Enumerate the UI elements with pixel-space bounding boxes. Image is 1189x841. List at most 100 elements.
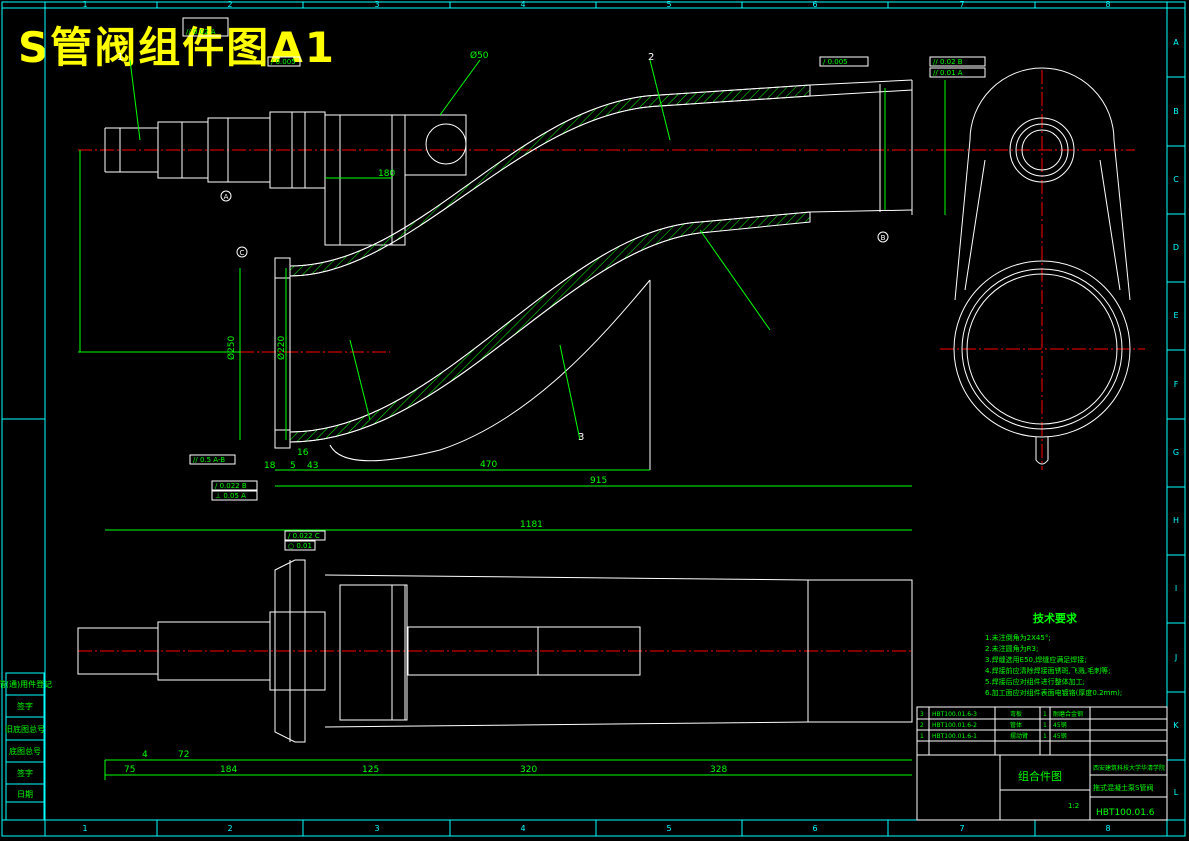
tech-line: 5.焊接后应对组件进行整体加工; [985, 677, 1085, 686]
bottom-view [77, 559, 913, 743]
section-view [78, 79, 960, 470]
stamp-label: 旧底图总号 [5, 724, 45, 734]
row-label: A [1173, 38, 1179, 47]
tech-line: 6.加工面应对组件表面电镀铬(厚度0.2mm); [985, 688, 1122, 697]
school-name: 西安建筑科技大学华清学院 [1093, 764, 1165, 772]
bom-code: HBT100.01.6-1 [932, 733, 977, 740]
bom-mat: 45钢 [1053, 721, 1067, 729]
datum-c: C [240, 249, 245, 257]
dim-label: 125 [362, 765, 379, 775]
bom-name: 管体 [1010, 721, 1022, 729]
dim-label: 915 [590, 476, 607, 486]
tolerance-frame: / 0.005 [823, 58, 848, 66]
tolerance-frame: // 0.5 A-B [193, 456, 225, 464]
datum-b: B [881, 234, 886, 242]
tech-requirements: 技术要求 1.未注倒角为2X45°; 2.未注圆角为R3; 3.焊缝选用E50,… [985, 611, 1122, 697]
callout-3: 3 [578, 432, 584, 443]
dim-label: 16 [297, 448, 309, 458]
col-label: 4 [520, 0, 525, 9]
title-block-frame [916, 706, 1168, 821]
col-label: 8 [1105, 824, 1110, 833]
drawing-scale: 1:2 [1068, 802, 1079, 810]
row-label: F [1174, 380, 1179, 389]
bom-code: HBT100.01.6-2 [932, 722, 977, 729]
row-ticks [2, 76, 1185, 761]
col-label: 7 [959, 0, 964, 9]
dim-label: 5 [290, 461, 296, 471]
bom-no: 2 [920, 722, 924, 729]
dim-label: Ø250 [226, 335, 237, 360]
dim-label: 4 [142, 750, 148, 760]
row-label: C [1173, 175, 1179, 184]
column-labels-top: 1 2 3 4 5 6 7 8 [82, 0, 1110, 9]
page-title: S管阀组件图A1 [18, 23, 336, 72]
bom-mat: 耐磨合金钢 [1053, 710, 1083, 718]
dim-label: 1181 [520, 520, 543, 530]
stamp-label: 签字 [17, 701, 33, 711]
col-label: 4 [520, 824, 525, 833]
bom-qty: 1 [1043, 711, 1047, 718]
bom-name: 摆动臂 [1010, 732, 1028, 740]
dim-label: 328 [710, 765, 727, 775]
tech-line: 3.焊缝选用E50,焊缝应满足焊接; [985, 655, 1087, 664]
col-label: 6 [812, 824, 817, 833]
tech-heading: 技术要求 [1033, 611, 1078, 625]
row-label: J [1174, 653, 1177, 662]
drawing-code: HBT100.01.6 [1096, 808, 1155, 818]
tolerance-frame: ⊥ 0.05 A [215, 492, 246, 500]
bom-no: 3 [920, 711, 924, 718]
col-label: 2 [227, 0, 232, 9]
callout-1: 1 [117, 52, 123, 63]
dim-label: 180 [378, 169, 395, 179]
bom-qty: 1 [1043, 733, 1047, 740]
col-label: 1 [82, 0, 87, 9]
tolerance-frame: // 0.02 A [186, 28, 216, 36]
stamp-label: 日期 [17, 790, 33, 799]
row-label: H [1173, 516, 1179, 525]
dim-label: 18 [264, 461, 276, 471]
bom-no: 1 [920, 733, 924, 740]
inner-border [44, 7, 1168, 821]
dim-label: Ø220 [276, 335, 287, 360]
col-label: 1 [82, 824, 87, 833]
bom-mat: 45钢 [1053, 732, 1067, 740]
col-label: 8 [1105, 0, 1110, 9]
col-label: 3 [374, 0, 379, 9]
tech-line: 1.未注倒角为2X45°; [985, 633, 1051, 642]
tolerance-frame: / 0.022 B [215, 482, 247, 490]
dim-label: 43 [307, 461, 318, 471]
stamp-label: 借(通)用件登记 [0, 679, 52, 689]
column-labels-bottom: 1 2 3 4 5 6 7 8 [82, 824, 1110, 833]
dim-label: 72 [178, 750, 189, 760]
row-label: G [1173, 448, 1179, 457]
dim-label: Ø50 [470, 50, 489, 61]
side-view [940, 67, 1145, 470]
row-label: I [1175, 584, 1177, 593]
col-label: 6 [812, 0, 817, 9]
row-label: E [1173, 311, 1178, 320]
row-label: B [1173, 107, 1179, 116]
col-label: 5 [666, 824, 671, 833]
row-label: L [1174, 788, 1179, 797]
side-stamp [5, 672, 45, 821]
tech-line: 4.焊接前应清除焊接面锈斑,飞溅,毛刺等; [985, 666, 1111, 675]
dimension-lines [78, 59, 946, 780]
callout-2: 2 [648, 52, 654, 63]
tolerance-frame: // 0.02 B [933, 58, 963, 66]
drawing-name: 组合件图 [1018, 769, 1062, 783]
dim-label: 75 [124, 765, 135, 775]
tolerance-frame: ○ 0.01 [288, 542, 312, 550]
stamp-label: 签字 [17, 768, 33, 778]
tolerance-frame: // 0.01 A [933, 69, 963, 77]
bom-qty: 1 [1043, 722, 1047, 729]
tech-line: 2.未注圆角为R3; [985, 644, 1038, 653]
row-label: D [1173, 243, 1179, 252]
tolerance-frame: / 0.005 [271, 58, 296, 66]
row-label: K [1173, 721, 1179, 730]
bom-code: HBT100.01.6-3 [932, 711, 977, 718]
column-ticks [156, 2, 1036, 836]
bom-name: 弯板 [1010, 710, 1022, 718]
product-name: 拖式混凝土泵S管阀 [1093, 783, 1153, 792]
